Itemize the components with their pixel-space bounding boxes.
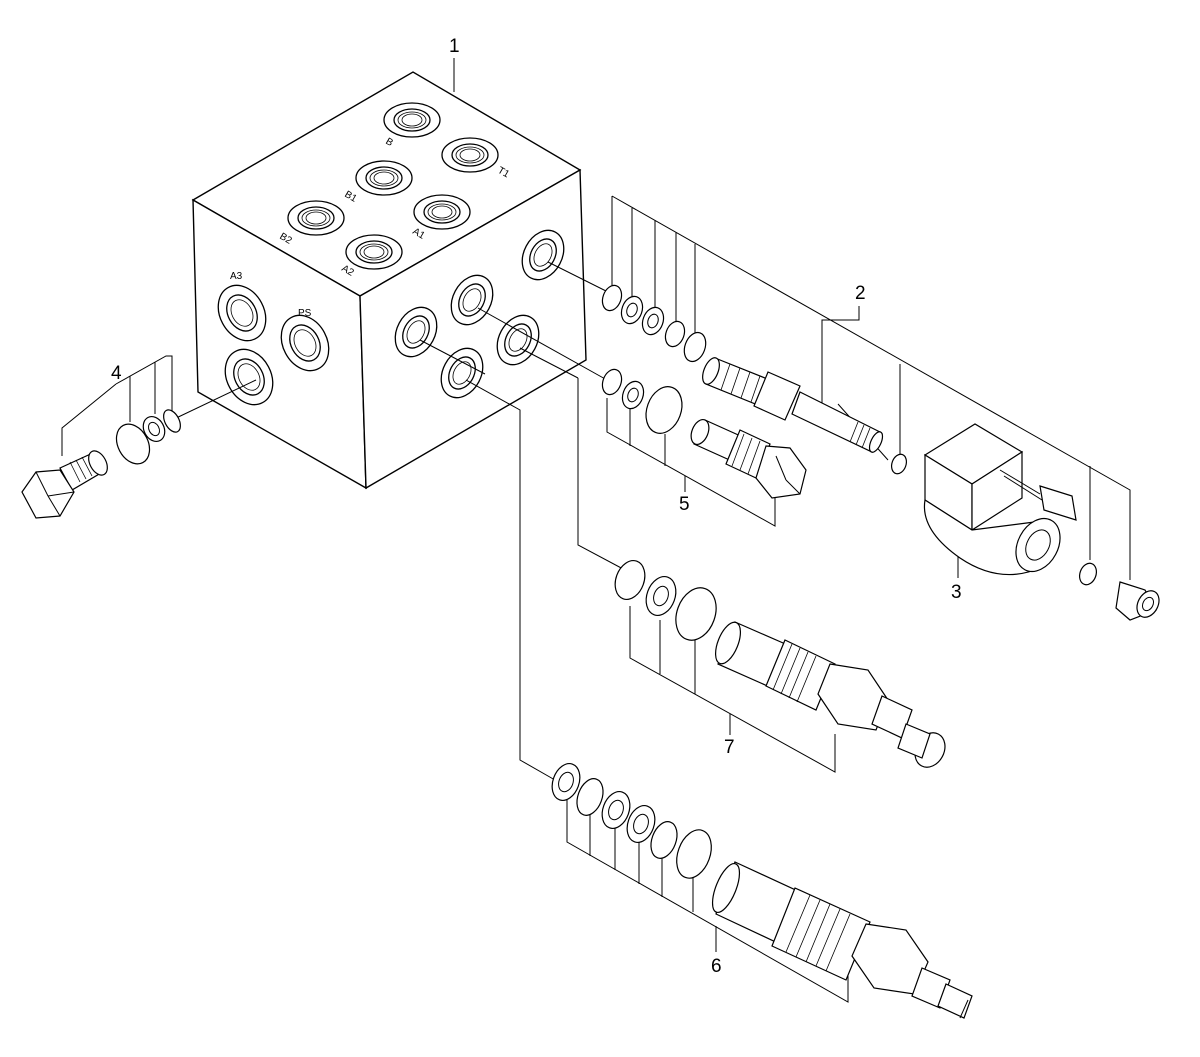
port-a3 bbox=[217, 284, 267, 342]
top-ports bbox=[287, 102, 499, 270]
port-ps bbox=[280, 314, 330, 372]
port-label-b1: B1 bbox=[343, 189, 359, 205]
port-r2 bbox=[450, 274, 494, 326]
port-label-t1: T1 bbox=[496, 165, 512, 181]
callout-numbers: 1 2 3 4 5 6 7 bbox=[111, 36, 962, 977]
left-face-ports bbox=[217, 284, 330, 406]
port-t1 bbox=[441, 137, 499, 173]
port-label-b2: B2 bbox=[278, 231, 294, 247]
part-6-seals bbox=[551, 763, 712, 879]
callout-1: 1 bbox=[449, 36, 460, 57]
port-labels: B T1 B1 B2 A1 A2 A3 PS bbox=[230, 136, 511, 319]
port-b2 bbox=[287, 200, 345, 236]
port-label-a3: A3 bbox=[230, 271, 243, 282]
part-5-valve bbox=[690, 418, 807, 499]
port-label-b: B bbox=[384, 136, 396, 149]
part-3-nut bbox=[1115, 581, 1160, 621]
part-2-seals bbox=[601, 284, 707, 363]
part-2-small-seal bbox=[890, 453, 908, 475]
port-left-lower bbox=[224, 348, 274, 406]
callout-7: 7 bbox=[724, 737, 735, 758]
port-b1 bbox=[355, 160, 413, 196]
callout-2: 2 bbox=[855, 283, 866, 304]
port-label-a1: A1 bbox=[411, 226, 427, 242]
part-7-valve bbox=[714, 621, 946, 768]
right-face-ports bbox=[394, 229, 565, 399]
part-3-seal bbox=[1078, 562, 1098, 586]
block-right-face bbox=[359, 168, 587, 490]
port-a1 bbox=[413, 194, 471, 230]
callout-6: 6 bbox=[711, 956, 722, 977]
valve-block bbox=[191, 71, 587, 490]
callout-3: 3 bbox=[951, 582, 962, 603]
port-label-ps: PS bbox=[298, 308, 312, 319]
port-r1 bbox=[521, 229, 565, 281]
port-r3 bbox=[394, 306, 438, 358]
part-3-solenoid bbox=[923, 423, 1077, 576]
part-2-cartridge bbox=[702, 357, 884, 453]
port-r4 bbox=[496, 314, 540, 366]
callout-5: 5 bbox=[679, 494, 690, 515]
port-a2 bbox=[345, 234, 403, 270]
part-7-seals bbox=[614, 560, 717, 641]
part-5-seals bbox=[601, 368, 683, 434]
callout-4: 4 bbox=[111, 363, 122, 384]
part-4-seals bbox=[115, 409, 181, 465]
part-4-plug bbox=[21, 450, 108, 519]
port-label-a2: A2 bbox=[340, 263, 356, 279]
port-b bbox=[383, 102, 441, 138]
port-r5 bbox=[440, 347, 484, 399]
part-6-valve bbox=[711, 861, 973, 1019]
